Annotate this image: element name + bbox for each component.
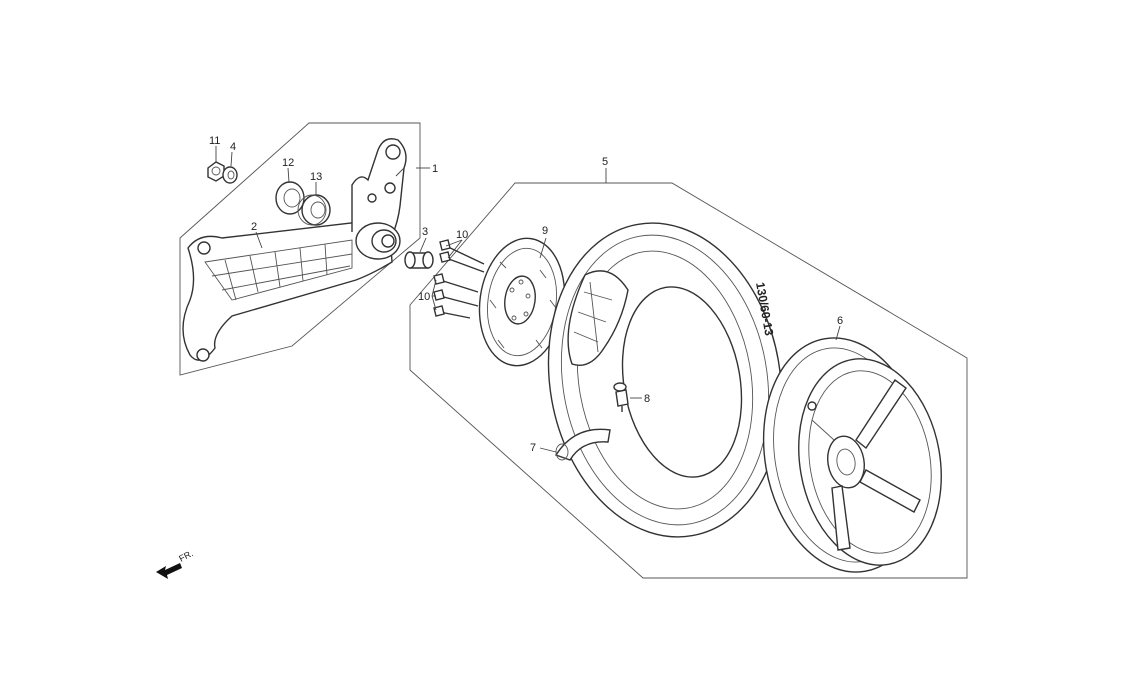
flange-nut xyxy=(207,161,225,182)
rear-swing-arm xyxy=(182,138,407,362)
callout-6: 6 xyxy=(837,315,843,327)
callout-8: 8 xyxy=(644,393,650,405)
oil-seal xyxy=(275,181,305,215)
callout-1: 1 xyxy=(432,163,438,175)
callout-4: 4 xyxy=(230,141,236,153)
rear-tire: 130/60-13 xyxy=(547,222,783,538)
air-valve xyxy=(613,382,629,412)
front-direction-arrow-icon: FR. xyxy=(156,548,195,579)
callout-12: 12 xyxy=(282,157,294,169)
direction-label: FR. xyxy=(177,548,194,564)
callout-9: 9 xyxy=(542,225,548,237)
callout-5: 5 xyxy=(602,156,608,168)
disc-bolts xyxy=(433,239,485,319)
collar xyxy=(404,251,434,269)
rear-wheel-rim xyxy=(762,337,942,573)
brake-disc xyxy=(478,237,566,367)
callout-10-upper: 10 xyxy=(456,229,468,241)
callout-7: 7 xyxy=(530,442,536,454)
callout-3: 3 xyxy=(422,226,428,238)
swingarm-group-boundary xyxy=(179,122,421,376)
washer xyxy=(222,166,238,184)
callout-10-lower: 10 xyxy=(418,291,430,303)
leader-lines xyxy=(215,146,841,453)
callout-11: 11 xyxy=(209,135,220,147)
callout-13: 13 xyxy=(310,171,322,183)
callout-2: 2 xyxy=(251,221,257,233)
part-callouts: 11 4 12 13 1 2 3 10 10 9 5 6 8 7 xyxy=(209,135,843,454)
wheel-group-boundary xyxy=(409,182,968,579)
